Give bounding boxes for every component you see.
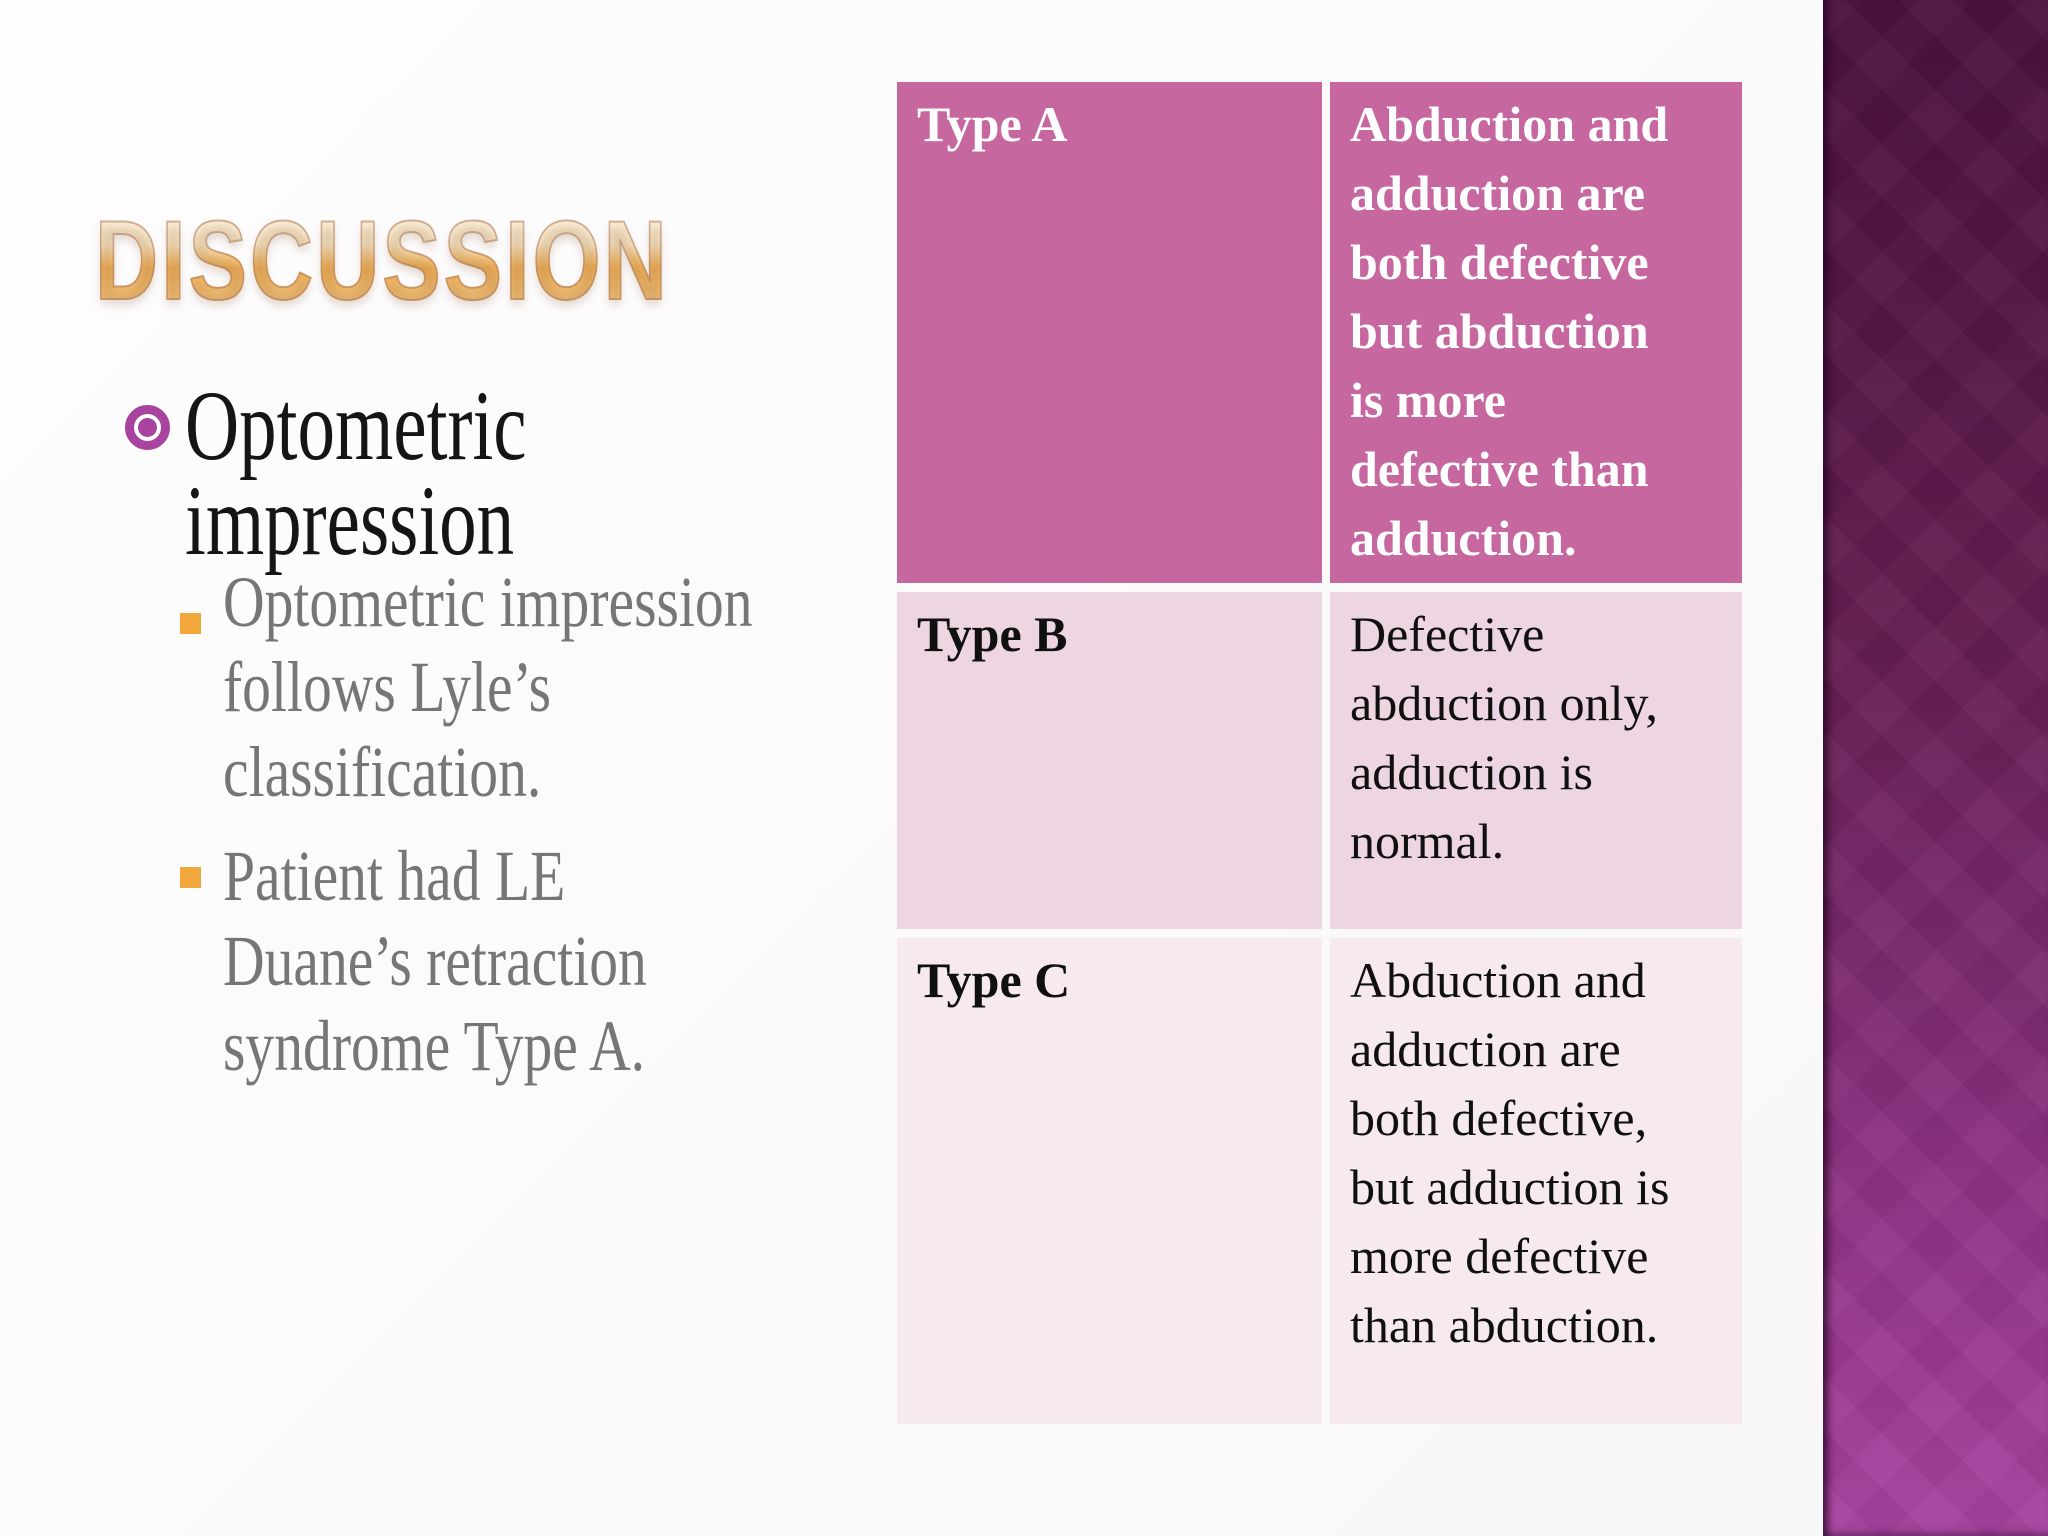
bullet-ring-icon — [125, 405, 170, 450]
bullet-square-icon — [180, 867, 201, 888]
table-cell-type-a-label: Type A — [897, 82, 1322, 583]
bullet-square-icon — [180, 613, 201, 634]
main-bullet-text: Optometric impression — [185, 370, 527, 576]
classification-table: Type A Abduction and adduction are both … — [897, 82, 1742, 1424]
table-cell-type-a-description: Abduction and adduction are both defecti… — [1330, 82, 1742, 583]
table-cell-type-c-label: Type C — [897, 938, 1322, 1424]
decorative-sidebar — [1823, 0, 2048, 1536]
table-cell-type-b-label: Type B — [897, 592, 1322, 929]
slide-title: DISCUSSION — [94, 198, 670, 323]
sub-bullet-text: Optometric impression follows Lyle’s cla… — [223, 562, 753, 812]
bullet-ring-dot — [138, 418, 157, 437]
table-cell-type-c-description: Abduction and adduction are both defecti… — [1330, 938, 1742, 1424]
table-cell-type-b-description: Defective abduction only, adduction is n… — [1330, 592, 1742, 929]
sub-bullet-text: Patient had LE Duane’s retraction syndro… — [223, 836, 647, 1086]
